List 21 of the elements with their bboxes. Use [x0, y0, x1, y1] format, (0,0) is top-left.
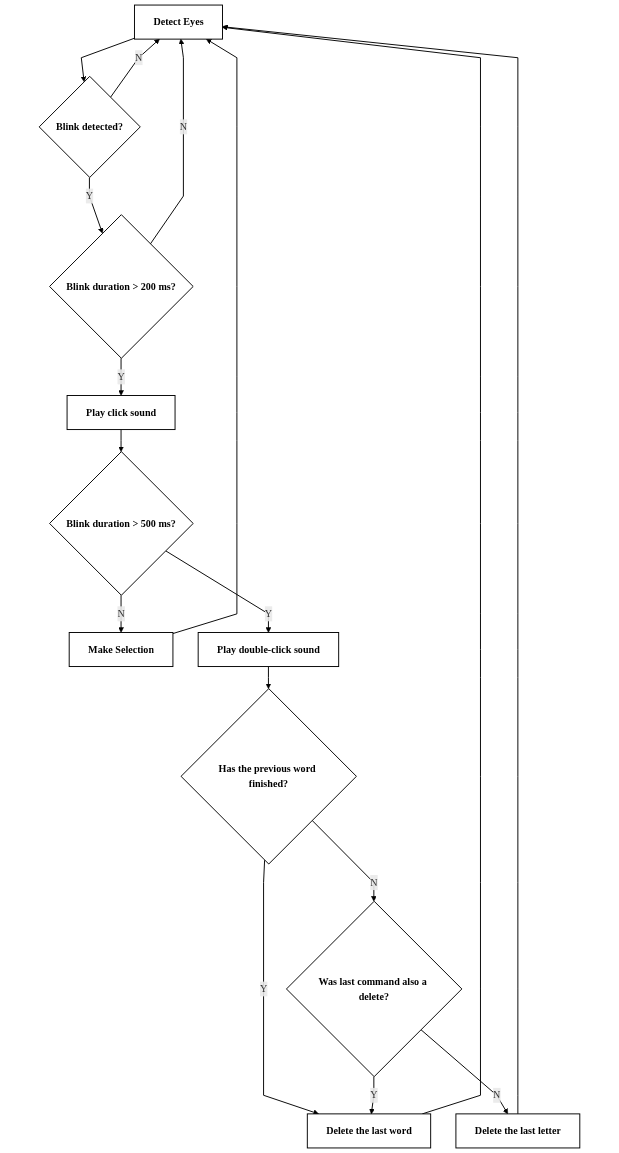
edge-label: Y [259, 983, 268, 994]
edge-label: N [179, 121, 188, 132]
edge-label: N [370, 876, 378, 888]
edge-label: N [135, 52, 143, 63]
edge-label: Y [117, 371, 125, 382]
node-box: Play double-click sound [197, 632, 340, 668]
node-diamond: Was last command also a delete? [286, 900, 463, 1078]
node-diamond: Blink duration > 200 ms? [49, 214, 194, 359]
node-diamond: Blink detected? [38, 75, 141, 178]
node-box: Delete the last word [306, 1113, 432, 1149]
node-diamond: Blink duration > 500 ms? [49, 451, 194, 596]
edge-label: Y [370, 1089, 378, 1101]
edge-label: N [493, 1089, 501, 1101]
node-box: Delete the last letter [455, 1113, 581, 1149]
edge-label: N [117, 608, 125, 619]
node-box: Play click sound [66, 395, 176, 431]
node-box: Detect Eyes [134, 4, 223, 40]
node-box: Make Selection [68, 632, 174, 668]
node-diamond: Has the previous word finished? [180, 688, 357, 865]
edge-label: Y [264, 608, 273, 619]
edge-label: Y [85, 190, 94, 202]
